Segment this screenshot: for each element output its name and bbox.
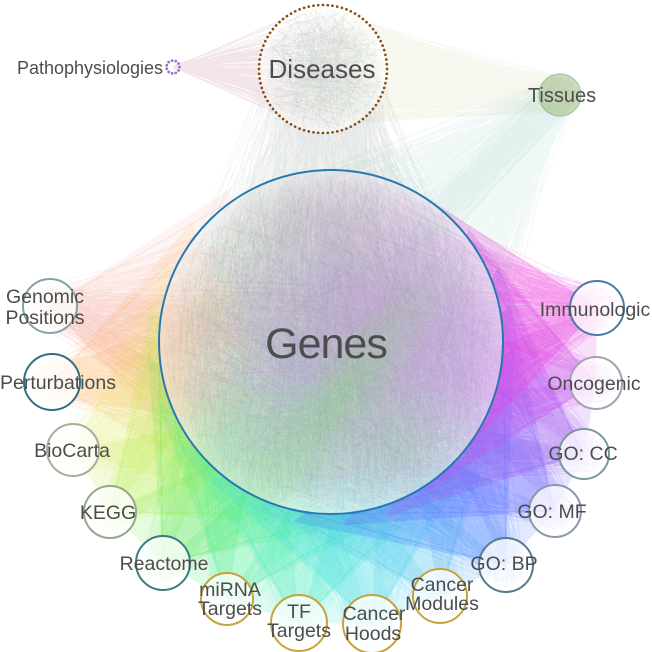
svg-text:Immunologic: Immunologic bbox=[540, 299, 651, 321]
svg-text:TF: TF bbox=[287, 601, 311, 623]
svg-text:Genomic: Genomic bbox=[6, 286, 84, 308]
svg-text:miRNA: miRNA bbox=[199, 579, 261, 601]
svg-text:Oncogenic: Oncogenic bbox=[547, 373, 640, 395]
svg-text:KEGG: KEGG bbox=[80, 502, 136, 524]
svg-text:Targets: Targets bbox=[198, 598, 262, 620]
svg-text:Hoods: Hoods bbox=[345, 623, 402, 645]
svg-text:Cancer: Cancer bbox=[343, 603, 406, 625]
svg-text:GO: CC: GO: CC bbox=[548, 443, 617, 465]
svg-text:Reactome: Reactome bbox=[120, 553, 209, 575]
svg-text:Modules: Modules bbox=[405, 593, 479, 615]
svg-text:Cancer: Cancer bbox=[411, 574, 474, 596]
svg-text:GO: BP: GO: BP bbox=[470, 553, 537, 575]
svg-text:Perturbations: Perturbations bbox=[0, 372, 116, 394]
svg-text:Positions: Positions bbox=[5, 307, 84, 329]
svg-text:BioCarta: BioCarta bbox=[34, 440, 110, 462]
svg-text:GO: MF: GO: MF bbox=[517, 501, 586, 523]
svg-text:Targets: Targets bbox=[267, 620, 331, 642]
svg-text:Pathophysiologies: Pathophysiologies bbox=[17, 58, 163, 78]
svg-text:Tissues: Tissues bbox=[528, 85, 596, 107]
svg-text:Genes: Genes bbox=[265, 320, 387, 368]
svg-text:Diseases: Diseases bbox=[269, 54, 376, 84]
